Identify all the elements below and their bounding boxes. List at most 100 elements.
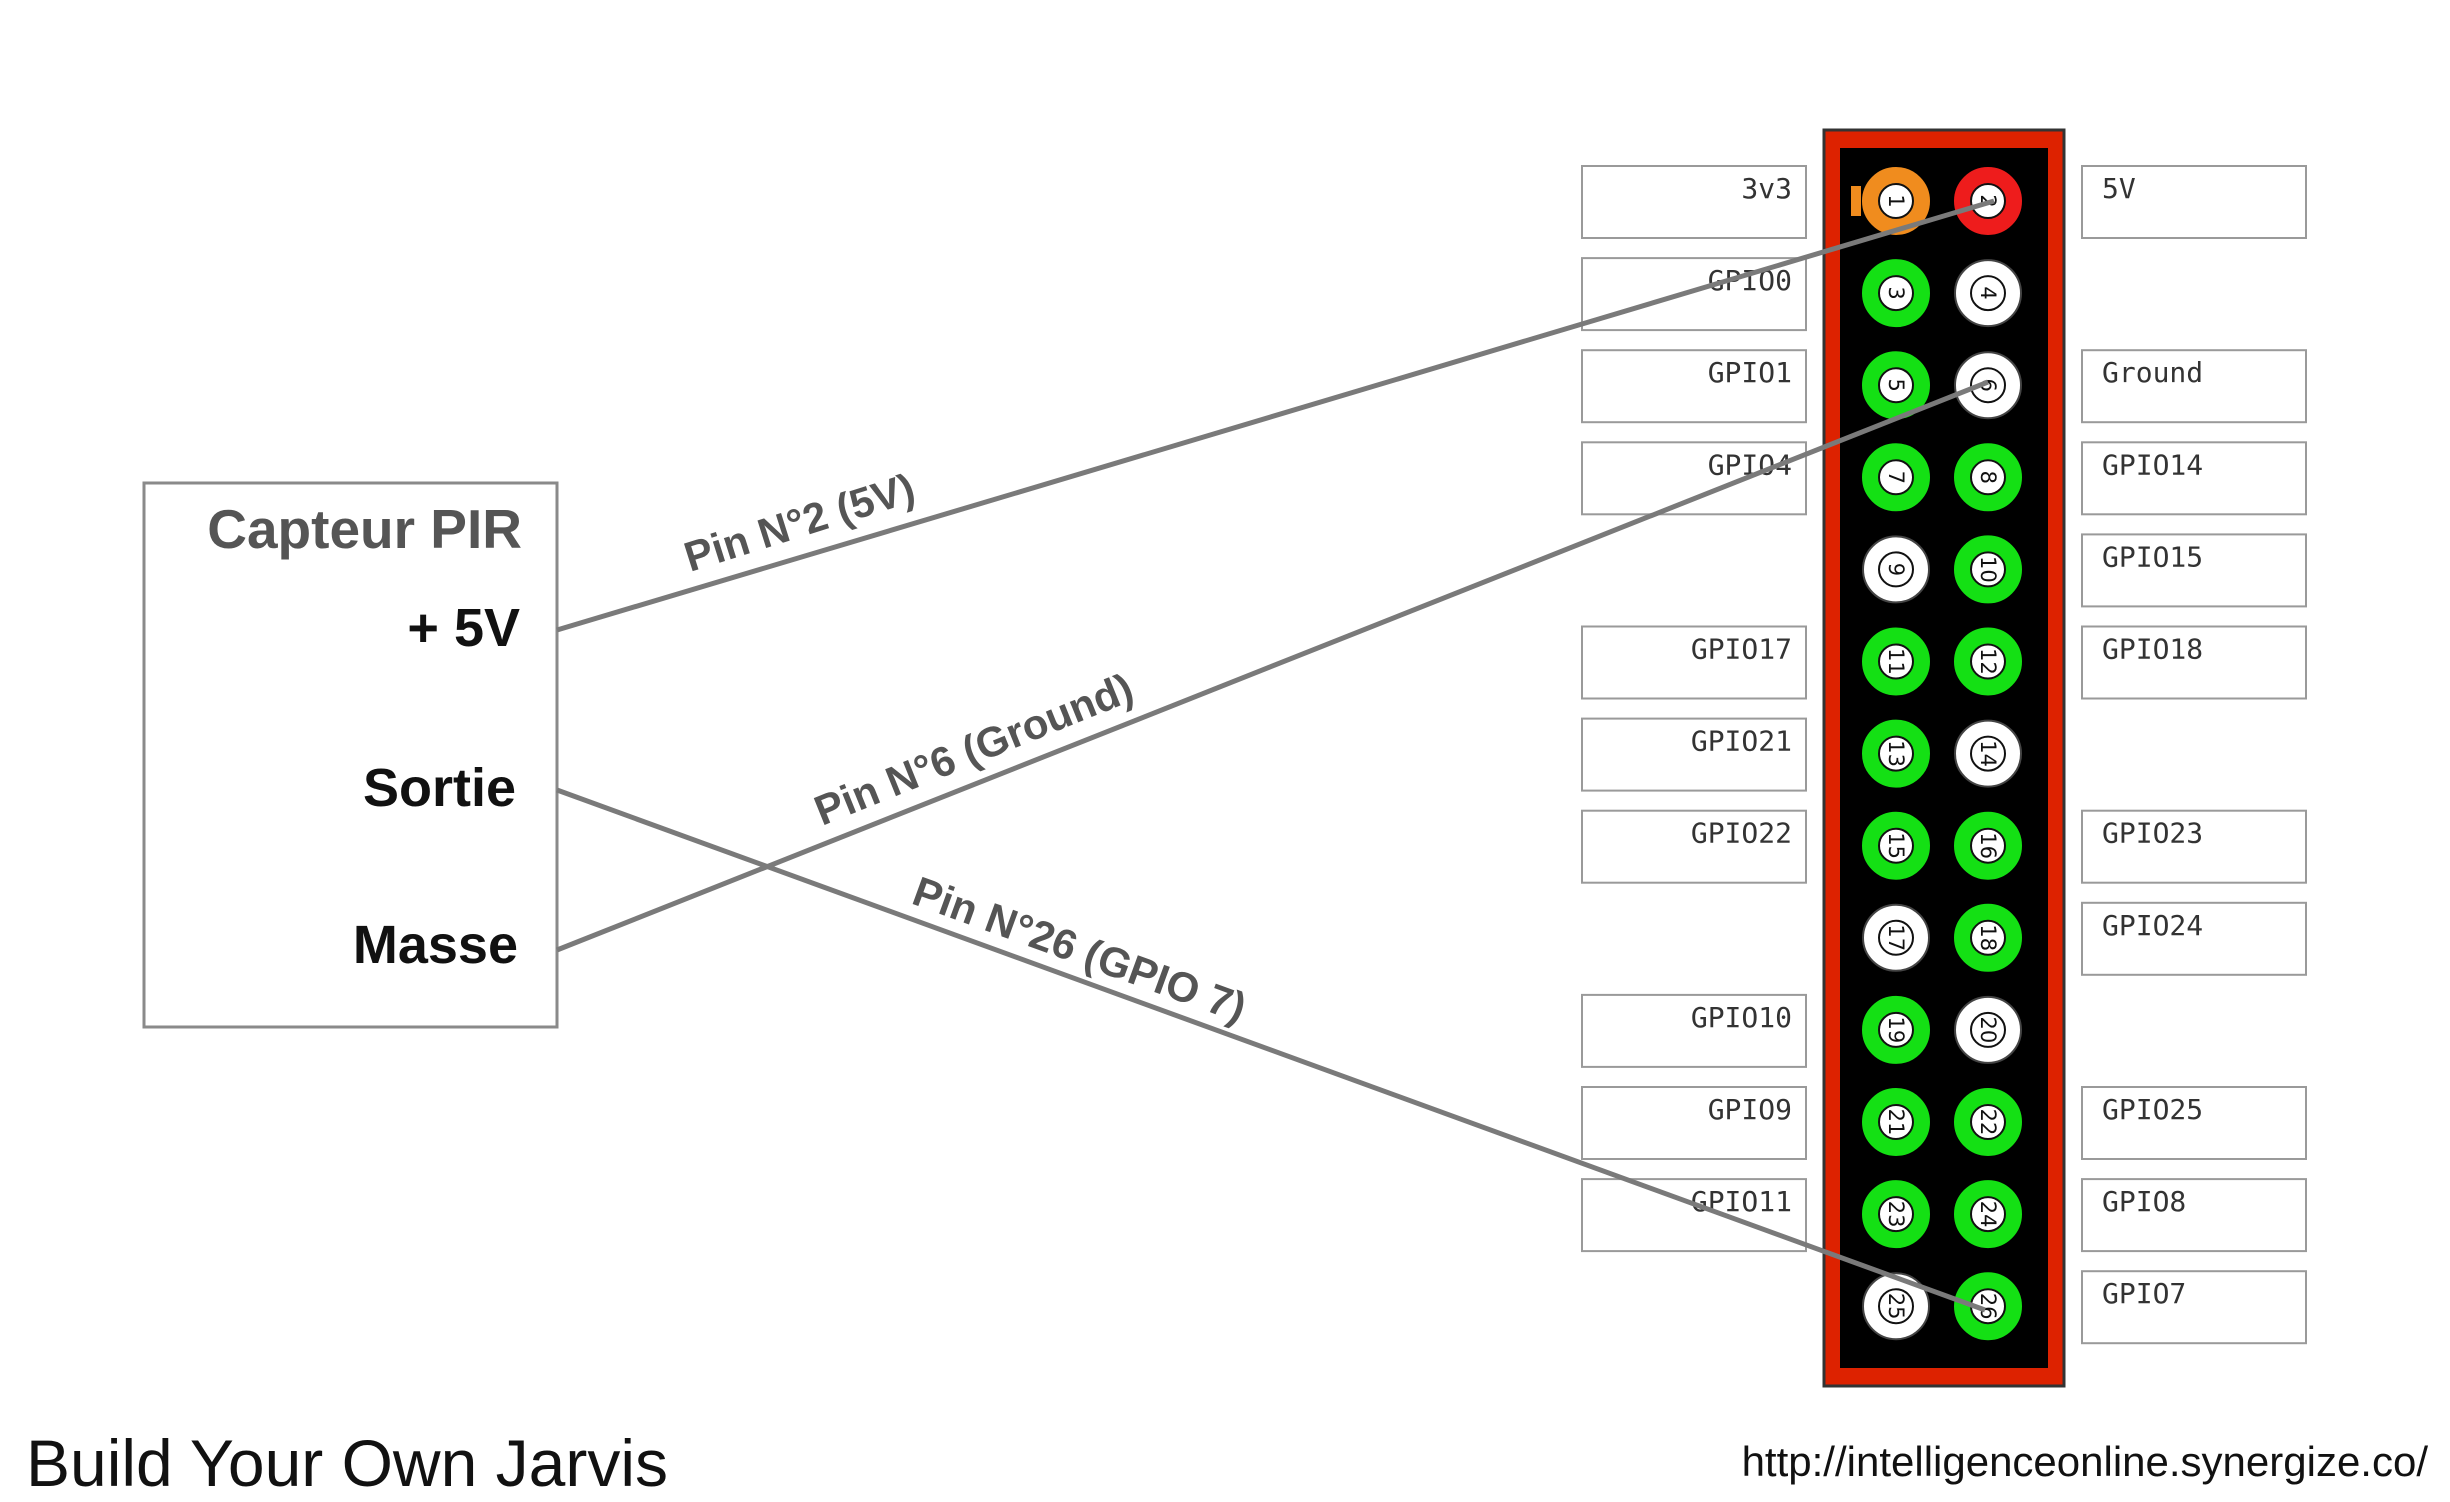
gpio-pin-20: 20 (1954, 995, 2022, 1064)
left-pin-label-gpio1: GPIO1 (1581, 349, 1807, 424)
right-pin-label-ground: Ground (2081, 349, 2307, 424)
right-pin-label-gpio18: GPIO18 (2081, 625, 2307, 700)
wire-5v (556, 198, 1995, 633)
gpio-pin-19-number: 19 (1884, 1017, 1908, 1044)
right-pin-label-5v: 5V (2081, 165, 2307, 239)
gpio-pin-22: 22 (1954, 1088, 2022, 1156)
gpio-pin-6-hole (1970, 367, 2006, 404)
gpio-pin-12-number: 12 (1976, 648, 2000, 675)
right-pin-label-box (2081, 809, 2307, 884)
left-pin-label-text: GPIO21 (1691, 725, 1792, 758)
left-pin-label-text: GPIO11 (1691, 1185, 1792, 1218)
gpio-pin-11-hole (1878, 643, 1914, 680)
right-pin-label-gpio15: GPIO15 (2081, 533, 2307, 608)
right-pin-label-text: GPIO7 (2102, 1277, 2186, 1310)
gpio-pin-14-number: 14 (1976, 740, 2000, 767)
left-pin-label-gpio22: GPIO22 (1581, 809, 1807, 884)
gpio-pin-13: 13 (1862, 719, 1930, 788)
right-pin-label-box (2081, 1086, 2307, 1160)
gpio-pin-4: 4 (1954, 259, 2022, 328)
gpio-pin-21: 21 (1862, 1088, 1930, 1156)
gpio-pin-20-number: 20 (1976, 1017, 2000, 1044)
gpio-pin-15-hole (1878, 827, 1914, 864)
left-pin-label-text: GPIO1 (1708, 356, 1792, 389)
right-pin-label-box (2081, 901, 2307, 976)
gpio-pin-6: 6 (1954, 351, 2022, 420)
left-pin-label-box (1581, 349, 1807, 424)
gpio-pin-7-hole (1878, 459, 1914, 496)
right-pin-label-text: GPIO24 (2102, 909, 2203, 942)
wire-5v-label: Pin N°2 (5V) (679, 464, 921, 581)
gpio-pin-11: 11 (1862, 627, 1930, 696)
right-pin-label-box (2081, 1178, 2307, 1253)
right-pin-label-gpio8: GPIO8 (2081, 1178, 2307, 1253)
gpio-pin-3-number: 3 (1884, 286, 1908, 299)
pir-pin-ground-label: Masse (353, 915, 518, 975)
gpio-pin-5-hole (1878, 367, 1914, 404)
right-pin-label-box (2081, 349, 2307, 424)
right-pin-label-text: 5V (2102, 172, 2136, 205)
gpio-pin-3: 3 (1862, 259, 1930, 328)
right-pin-label-gpio14: GPIO14 (2081, 441, 2307, 516)
gpio-pin-3-hole (1878, 275, 1914, 312)
right-pin-label-box (2081, 165, 2307, 239)
gpio-pin-11-number: 11 (1884, 648, 1908, 675)
gpio-pin-12-hole (1970, 643, 2006, 680)
gpio-pin-5-number: 5 (1884, 379, 1908, 392)
left-pin-label-text: GPIO17 (1691, 633, 1792, 666)
wire-gpio7 (556, 787, 1986, 1313)
left-pin-label-gpio9: GPIO9 (1581, 1086, 1807, 1160)
left-pin-label-box (1581, 809, 1807, 884)
gpio-pin-22-hole (1970, 1104, 2006, 1140)
gpio-pin-21-number: 21 (1884, 1109, 1908, 1136)
right-pin-label-text: GPIO18 (2102, 633, 2203, 666)
gpio-pin-13-number: 13 (1884, 740, 1908, 767)
pir-pin-output-label: Sortie (363, 758, 516, 818)
gpio-pin-1-number: 1 (1884, 194, 1908, 207)
left-pin-label-text: GPIO22 (1691, 817, 1792, 850)
gpio-pin-25-number: 25 (1884, 1293, 1908, 1320)
gpio-pin-19-hole (1878, 1011, 1914, 1048)
gpio-pin-16-hole (1970, 827, 2006, 864)
gpio-pin-14: 14 (1954, 719, 2022, 788)
wire-ground (556, 379, 1989, 953)
gpio-pin-17-number: 17 (1884, 924, 1908, 951)
gpio-pin-17-hole (1878, 919, 1914, 956)
gpio-pin-10-hole (1970, 551, 2006, 588)
left-pin-label-3v3: 3v3 (1581, 165, 1807, 239)
right-pin-label-gpio7: GPIO7 (2081, 1270, 2307, 1345)
gpio-pin-24: 24 (1954, 1180, 2022, 1249)
right-pin-label-text: GPIO23 (2102, 817, 2203, 850)
gpio-pin-4-number: 4 (1976, 286, 2000, 299)
gpio-pin-9-number: 9 (1884, 563, 1908, 576)
left-pin-label-box (1581, 441, 1807, 516)
gpio-pin-16-number: 16 (1976, 832, 2000, 859)
right-pin-label-gpio25: GPIO25 (2081, 1086, 2307, 1160)
gpio-pin-8-number: 8 (1976, 471, 2000, 484)
gpio-pin-26: 26 (1954, 1272, 2022, 1341)
left-pin-label-box (1581, 993, 1807, 1068)
right-pin-label-box (2081, 533, 2307, 608)
gpio-pin-18-hole (1970, 919, 2006, 956)
pir-pin-5v-label: + 5V (407, 598, 520, 658)
right-pin-label-text: GPIO25 (2102, 1093, 2203, 1126)
left-pin-label-gpio21: GPIO21 (1581, 717, 1807, 792)
left-pin-label-box (1581, 1178, 1807, 1253)
gpio-pin-13-hole (1878, 735, 1914, 772)
pin1-marker (1851, 186, 1861, 216)
left-pin-label-box (1581, 165, 1807, 239)
gpio-pin-25-hole (1878, 1288, 1914, 1325)
left-pin-label-box (1581, 625, 1807, 700)
right-pin-label-box (2081, 441, 2307, 516)
left-pin-label-gpio17: GPIO17 (1581, 625, 1807, 700)
left-pin-label-gpio11: GPIO11 (1581, 1178, 1807, 1253)
gpio-pin-14-hole (1970, 735, 2006, 772)
gpio-pin-9: 9 (1862, 535, 1930, 604)
gpio-pin-18-number: 18 (1976, 924, 2000, 951)
right-pin-label-text: Ground (2102, 356, 2203, 389)
gpio-pin-4-hole (1970, 275, 2006, 312)
gpio-header: 3v3GPIO0GPIO1GPIO4GPIO17GPIO21GPIO22GPIO… (1581, 128, 2307, 1388)
right-pin-label-text: GPIO14 (2102, 448, 2203, 481)
